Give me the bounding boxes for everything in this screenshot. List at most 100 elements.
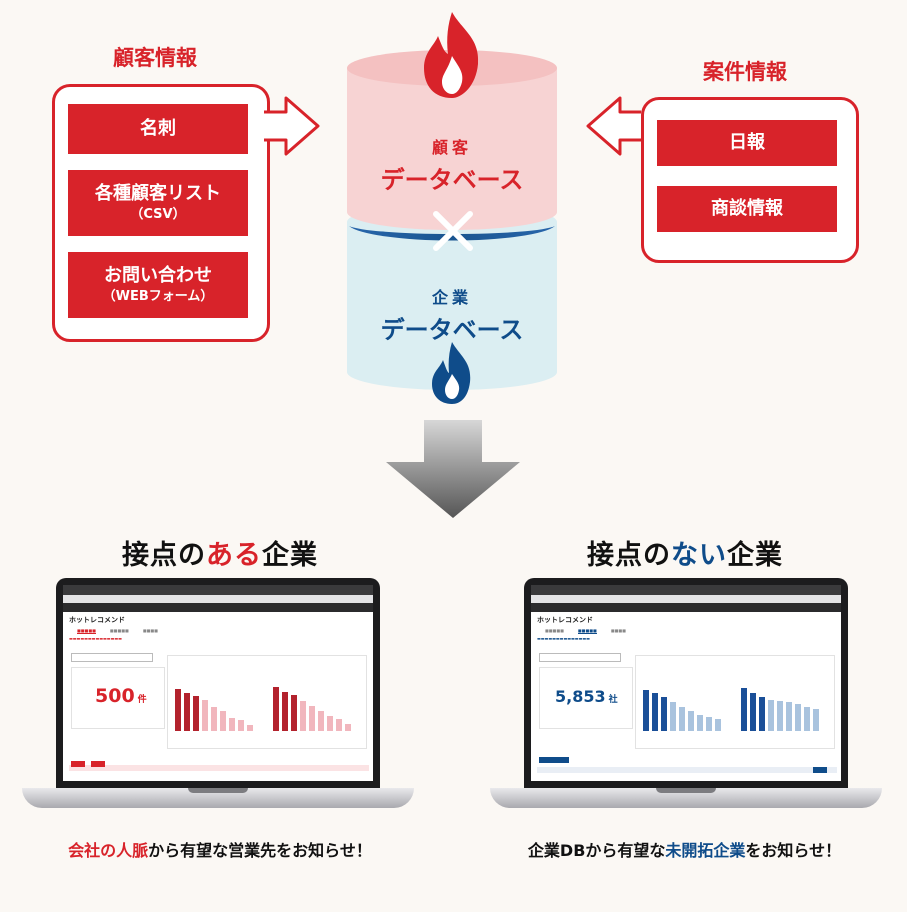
mini-bar — [697, 715, 703, 731]
count-value: 5,853 — [555, 687, 606, 706]
deal-info-title: 案件情報 — [703, 60, 787, 84]
customer-db-line1: 顧客 — [431, 138, 472, 157]
mini-bar — [318, 711, 324, 731]
blue-flame-icon — [432, 342, 471, 404]
card-item-meishi: 名刺 — [68, 104, 248, 154]
left-bars-a — [175, 683, 253, 731]
mini-bar — [273, 687, 279, 731]
right-heading: 接点のない企業 — [505, 533, 865, 572]
mini-bar — [688, 711, 694, 731]
mini-bar — [184, 693, 190, 731]
cross-icon — [433, 211, 473, 251]
mini-bar — [679, 707, 685, 731]
caption-text: 企業DBから有望な — [527, 841, 666, 860]
screen-title: ホットレコメンド — [69, 616, 125, 624]
mini-bar — [652, 693, 658, 731]
customer-list-item: 各種顧客リスト （CSV） — [68, 170, 248, 236]
mini-bar — [768, 700, 774, 731]
mini-bar — [229, 718, 235, 731]
caption-highlight: 会社の人脈 — [68, 841, 149, 860]
item-label: 各種顧客リスト — [95, 182, 221, 204]
heading-highlight: ある — [206, 540, 262, 571]
customer-db-line2: データベース — [380, 166, 524, 194]
mini-bar — [300, 701, 306, 731]
item-sublabel: （CSV） — [130, 207, 186, 223]
heading-text: 企業 — [727, 540, 783, 571]
negotiation-item: 商談情報 — [657, 186, 837, 232]
right-laptop-screen: ホットレコメンド ■■■■■■■■■■■■■■ ▬▬▬▬▬▬▬▬▬▬▬▬▬▬ 5… — [531, 585, 841, 781]
caption-text: から有望な営業先をお知らせ！ — [148, 841, 372, 860]
mini-bar — [750, 693, 756, 731]
item-label: 名刺 — [140, 117, 176, 139]
mini-bar — [813, 709, 819, 731]
down-arrow-icon — [386, 420, 520, 518]
screen-notice: ▬▬▬▬▬▬▬▬▬▬▬▬▬▬ — [537, 636, 590, 641]
left-heading: 接点のある企業 — [40, 533, 400, 572]
customer-db-cylinder — [347, 68, 557, 230]
mini-bar — [777, 701, 783, 731]
caption-highlight: 未開拓企業 — [665, 841, 746, 860]
screen-notice: ▬▬▬▬▬▬▬▬▬▬▬▬▬▬ — [69, 636, 122, 641]
inquiry-item: お問い合わせ （WEBフォーム） — [68, 252, 248, 318]
heading-text: 企業 — [262, 540, 318, 571]
mini-bar — [175, 689, 181, 731]
mini-bar — [282, 692, 288, 731]
item-label: 商談情報 — [711, 197, 783, 219]
right-laptop: ホットレコメンド ■■■■■■■■■■■■■■ ▬▬▬▬▬▬▬▬▬▬▬▬▬▬ 5… — [490, 578, 882, 810]
mini-bar — [291, 695, 297, 731]
count-value: 500 — [95, 685, 135, 707]
right-bars-a — [643, 683, 721, 731]
mini-bar — [715, 719, 721, 731]
left-laptop: ホットレコメンド ■■■■■■■■■■■■■■ ▬▬▬▬▬▬▬▬▬▬▬▬▬▬ 5… — [22, 578, 414, 810]
company-db-line1: 企業 — [431, 288, 472, 307]
company-db-label: 企業 データベース — [347, 284, 557, 345]
mini-bar — [336, 719, 342, 731]
left-caption: 会社の人脈から有望な営業先をお知らせ！ — [0, 837, 440, 861]
mini-bar — [247, 725, 253, 731]
mini-bar — [795, 704, 801, 731]
company-db-line2: データベース — [380, 316, 524, 344]
mini-bar — [661, 697, 667, 731]
left-laptop-screen: ホットレコメンド ■■■■■■■■■■■■■■ ▬▬▬▬▬▬▬▬▬▬▬▬▬▬ 5… — [63, 585, 373, 781]
mini-bar — [706, 717, 712, 731]
customer-info-title: 顧客情報 — [113, 46, 197, 70]
database-diagram — [264, 12, 641, 518]
mini-bar — [804, 707, 810, 731]
mini-bar — [309, 706, 315, 731]
count-unit: 件 — [137, 695, 147, 705]
count-unit: 社 — [608, 695, 618, 705]
screen-tabs: ■■■■■■■■■■■■■■ — [77, 628, 158, 634]
screen-tabs: ■■■■■■■■■■■■■■ — [545, 628, 626, 634]
mini-bar — [193, 696, 199, 731]
mini-bar — [327, 716, 333, 731]
mini-bar — [786, 702, 792, 731]
mini-bar — [759, 697, 765, 731]
screen-title: ホットレコメンド — [537, 616, 593, 624]
mini-bar — [202, 700, 208, 731]
caption-text: をお知らせ！ — [745, 841, 842, 860]
item-sublabel: （WEBフォーム） — [102, 289, 214, 305]
mini-bar — [220, 711, 226, 731]
daily-report-item: 日報 — [657, 120, 837, 166]
heading-highlight: ない — [671, 540, 727, 571]
mini-bar — [741, 688, 747, 731]
heading-text: 接点の — [587, 540, 671, 571]
right-bars-b — [741, 683, 819, 731]
right-arrow-icon — [264, 96, 320, 156]
left-arrow-icon — [586, 96, 641, 156]
mini-bar — [643, 690, 649, 731]
customer-db-label: 顧客 データベース — [347, 134, 557, 195]
company-db-cylinder — [347, 222, 557, 390]
red-flame-icon — [424, 12, 479, 98]
right-caption: 企業DBから有望な未開拓企業をお知らせ！ — [462, 837, 907, 861]
mini-bar — [238, 720, 244, 731]
heading-text: 接点の — [122, 540, 206, 571]
mini-bar — [345, 724, 351, 731]
mini-bar — [670, 702, 676, 731]
left-bars-b — [273, 683, 351, 731]
item-label: 日報 — [729, 131, 765, 153]
mini-bar — [211, 707, 217, 731]
item-label: お問い合わせ — [104, 264, 212, 286]
